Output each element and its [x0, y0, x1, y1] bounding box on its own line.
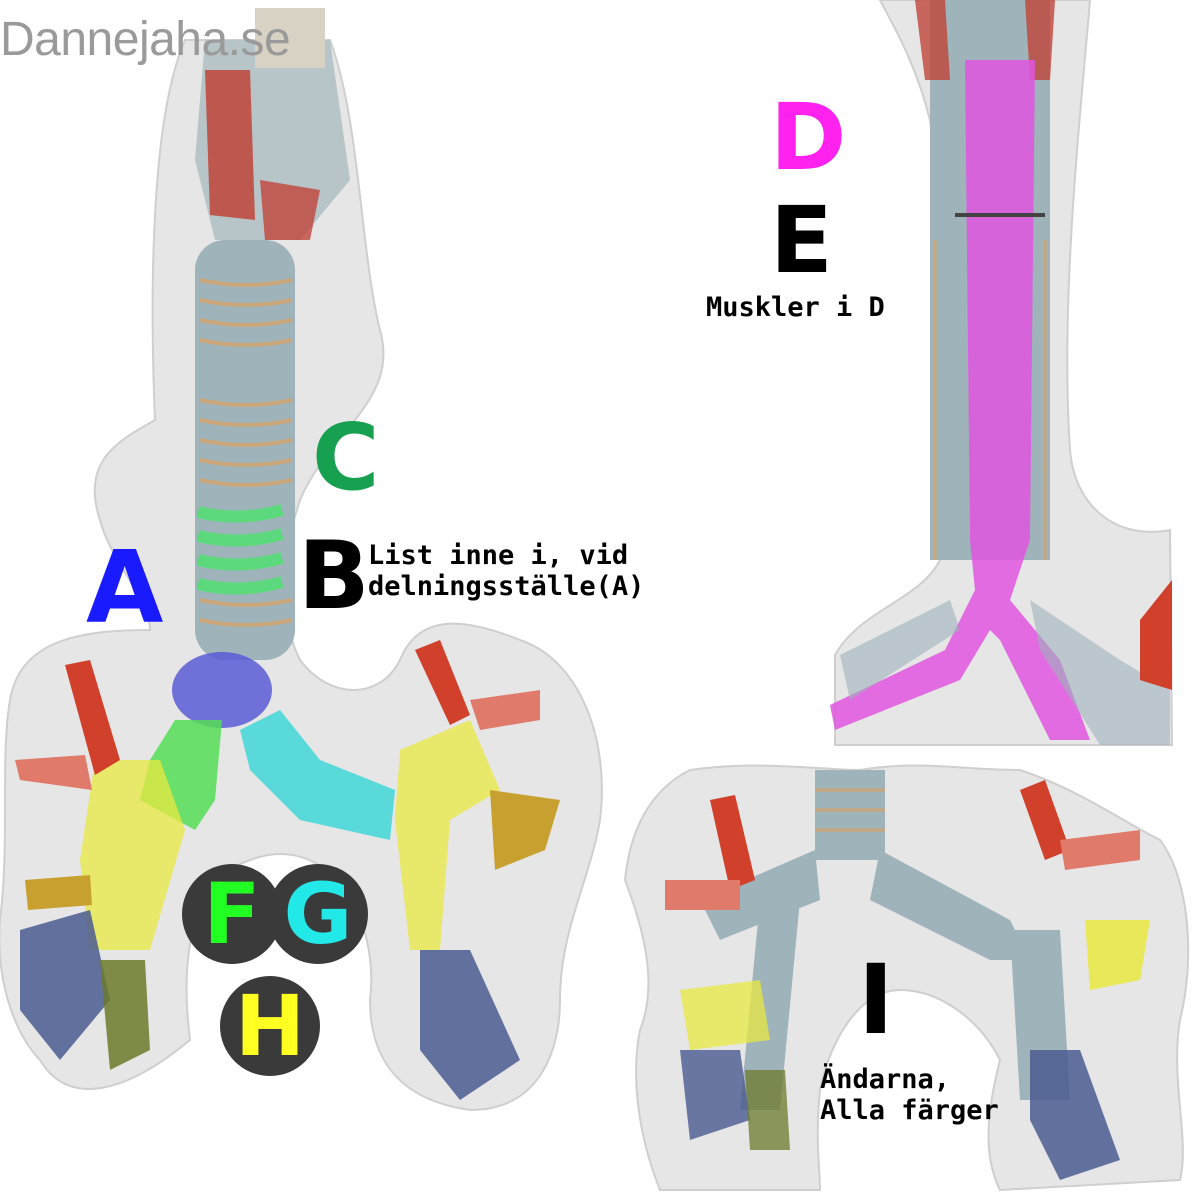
- note-e: Muskler i D: [706, 292, 885, 323]
- badge-f: F: [182, 864, 282, 964]
- label-i: I: [858, 944, 894, 1056]
- label-a: A: [86, 529, 164, 646]
- label-b: B: [298, 522, 370, 631]
- badge-g: G: [268, 864, 368, 964]
- note-b-line2: delningsställe(A): [368, 571, 645, 603]
- badge-h: H: [220, 976, 320, 1076]
- note-i: Ändarna, Alla färger: [820, 1064, 999, 1126]
- bottom-right-model-cutout: [623, 764, 1190, 1192]
- label-e: E: [770, 187, 833, 294]
- watermark-text: Dannejaha.se: [0, 13, 291, 66]
- note-b: List inne i, vid delningsställe(A): [368, 540, 644, 602]
- note-b-line1: List inne i, vid: [368, 540, 629, 571]
- label-f: F: [203, 865, 261, 963]
- label-h: H: [234, 977, 306, 1075]
- label-d: D: [770, 84, 847, 191]
- left-model-cutout: [0, 8, 603, 1112]
- note-i-line2: Alla färger: [820, 1095, 999, 1127]
- label-g: G: [283, 865, 353, 963]
- note-i-line1: Ändarna,: [820, 1064, 951, 1095]
- top-right-model-cutout: [830, 0, 1174, 746]
- label-c: C: [312, 404, 380, 511]
